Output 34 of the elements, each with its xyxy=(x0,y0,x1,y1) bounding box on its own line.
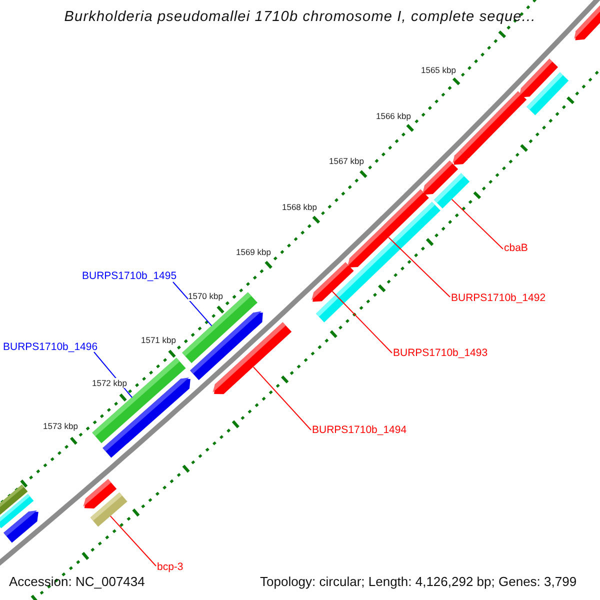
leader-line xyxy=(451,198,504,250)
gene-label: BURPS1710b_1494 xyxy=(312,424,407,436)
leader-line xyxy=(388,236,450,298)
gene-segment xyxy=(212,322,292,394)
scale-label: 1565 kbp xyxy=(421,65,456,75)
scale-label: 1571 kbp xyxy=(141,335,176,345)
scale-label: 1570 kbp xyxy=(188,291,223,301)
footer-text: Accession: NC_007434 xyxy=(9,574,145,590)
scale-label: 1568 kbp xyxy=(282,202,317,212)
scale-label: 1566 kbp xyxy=(376,111,411,121)
gene-label: BURPS1710b_1496 xyxy=(3,341,98,353)
gene-segment xyxy=(434,173,470,208)
gene-segment xyxy=(526,72,569,116)
leader-line xyxy=(172,282,212,326)
gene-segment xyxy=(452,150,468,165)
gene-label: cbaB xyxy=(504,242,528,254)
leader-line xyxy=(110,516,156,566)
gene-label: BURPS1710b_1492 xyxy=(451,292,546,304)
leader-line xyxy=(252,366,312,430)
gene-segment xyxy=(458,91,527,160)
gene-segment xyxy=(4,510,38,543)
scale-label: 1572 kbp xyxy=(92,378,127,388)
map-title: Burkholderia pseudomallei 1710b chromosome I, complete seque... xyxy=(64,9,536,26)
scale-label: 1567 kbp xyxy=(329,156,364,166)
footer-text: Topology: circular; Length: 4,126,292 bp; Genes: 3,799 xyxy=(260,574,577,590)
scale-label: 1569 kbp xyxy=(236,247,271,257)
gene-label: BURPS1710b_1495 xyxy=(82,270,177,282)
leader-line xyxy=(332,290,392,354)
scale-label: 1573 kbp xyxy=(43,421,78,431)
gene-segment xyxy=(90,492,128,527)
gene-label: BURPS1710b_1493 xyxy=(393,347,488,359)
gene-label: bcp-3 xyxy=(157,561,184,573)
gene-segment xyxy=(316,202,440,322)
gene-segment xyxy=(574,4,600,40)
